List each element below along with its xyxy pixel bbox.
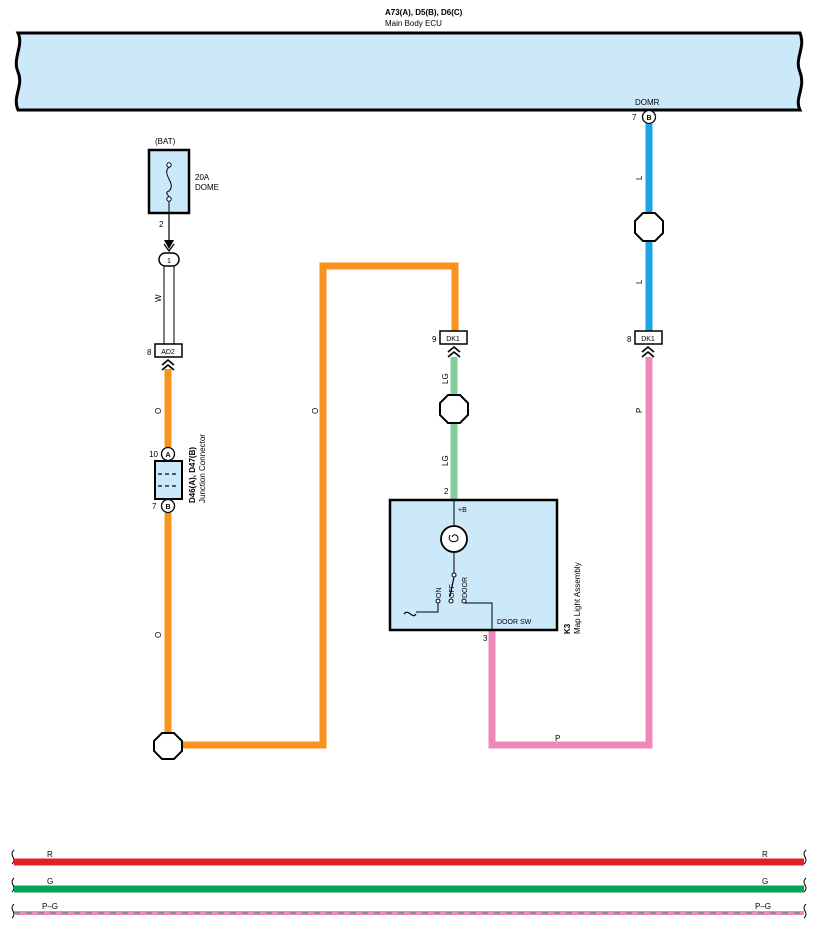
- ground-symbol-icon: [403, 611, 417, 617]
- wire-label-o-lower: O: [154, 632, 163, 638]
- splice-lg: [439, 394, 469, 424]
- wire-label-o-middle: O: [311, 408, 320, 414]
- ecu-terminal-domr: DOMR: [635, 98, 660, 107]
- bus-break-left: [11, 903, 15, 919]
- bus-label-g-left: G: [47, 877, 53, 886]
- switch-contact-door: [461, 598, 467, 604]
- map-light-name: Map Light Assembly: [573, 562, 582, 634]
- fuse-source: (BAT): [155, 137, 176, 146]
- switch-off-label: OFF: [449, 584, 456, 598]
- ecu-name: Main Body ECU: [385, 19, 442, 28]
- main-body-ecu-box: [14, 31, 804, 112]
- bus-break-left: [11, 877, 15, 893]
- wire-label-p-bottom: P: [555, 734, 560, 743]
- connector-chevron-icon: [447, 345, 461, 358]
- bus-label-pg-right: P–G: [755, 902, 771, 911]
- junction-pin-top: 10: [149, 450, 158, 459]
- wire-label-o-upper: O: [154, 408, 163, 414]
- junction-code: D46(A), D47(B): [188, 447, 197, 503]
- connector-ad2: [154, 343, 183, 358]
- bus-break-left: [11, 849, 15, 865]
- switch-contact-off: [448, 598, 454, 604]
- fuse-rating: 20A: [195, 173, 210, 182]
- map-light-pin-bottom: 3: [483, 634, 488, 643]
- fuse-pin: 2: [159, 220, 164, 229]
- ad2-name: AD2: [161, 349, 175, 356]
- fuse-name: DOME: [195, 183, 219, 192]
- bus-label-g-right: G: [762, 877, 768, 886]
- junction-pin-circle-bottom: [160, 498, 176, 514]
- switch-on-label: ON: [436, 588, 443, 599]
- wire-pink: [488, 357, 653, 749]
- lamp-icon: [440, 525, 468, 553]
- splice-top: [158, 252, 180, 267]
- junction-letter-top: A: [165, 452, 170, 459]
- switch-lever-icon: [449, 576, 455, 597]
- door-sw-label: DOOR SW: [497, 619, 532, 626]
- wire-label-p-right: P: [635, 408, 644, 413]
- map-light-assembly-box: [388, 498, 559, 632]
- junction-letter-bottom: B: [165, 504, 170, 511]
- fuse-terminal-top: [166, 162, 172, 168]
- splice-top-pin: 1: [167, 258, 171, 265]
- switch-pivot: [451, 572, 457, 578]
- switch-door-label: DOOR: [462, 577, 469, 598]
- connector-arrow-icon: [164, 240, 174, 249]
- map-light-plus-b: +B: [458, 507, 467, 514]
- splice-blue: [634, 212, 664, 242]
- connector-chevron-icon: [641, 345, 655, 358]
- map-light-pin-top: 2: [444, 487, 449, 496]
- ecu-pin-number: 7: [632, 113, 637, 122]
- dk1-right-pin: 8: [627, 335, 632, 344]
- switch-contact-on: [435, 598, 441, 604]
- connector-dk1-left: [439, 330, 468, 345]
- ad2-pin: 8: [147, 348, 152, 357]
- fuse-terminal-bottom: [166, 196, 172, 202]
- connector-chevron-icon: [161, 358, 175, 371]
- dk1-right-name: DK1: [641, 336, 655, 343]
- junction-name: Junction Connector: [198, 434, 207, 503]
- bus-break-right: [803, 849, 807, 865]
- wire-label-l-upper: L: [635, 175, 644, 180]
- wire-label-lg-lower: LG: [441, 455, 450, 466]
- ecu-connectors-label: A73(A), D5(B), D6(C): [385, 8, 463, 17]
- connector-dk1-right: [634, 330, 663, 345]
- bus-label-r-right: R: [762, 850, 768, 859]
- wire-label-l-lower: L: [635, 279, 644, 284]
- map-light-code: K3: [563, 623, 572, 634]
- dk1-left-pin: 9: [432, 335, 437, 344]
- bus-break-right: [803, 903, 807, 919]
- bus-label-pg-left: P–G: [42, 902, 58, 911]
- junction-pin-bottom: 7: [152, 502, 157, 511]
- wire-label-w: W: [154, 294, 163, 302]
- junction-connector-box: [154, 460, 183, 500]
- bus-break-right: [803, 877, 807, 893]
- ecu-pin-circle: [641, 109, 657, 125]
- wire-orange-middle: [182, 262, 459, 749]
- dk1-left-name: DK1: [446, 336, 460, 343]
- wire-label-lg-upper: LG: [441, 373, 450, 384]
- bus-label-r-left: R: [47, 850, 53, 859]
- splice-bottom-left: [153, 732, 183, 760]
- ecu-pin-connector-letter: B: [646, 115, 651, 122]
